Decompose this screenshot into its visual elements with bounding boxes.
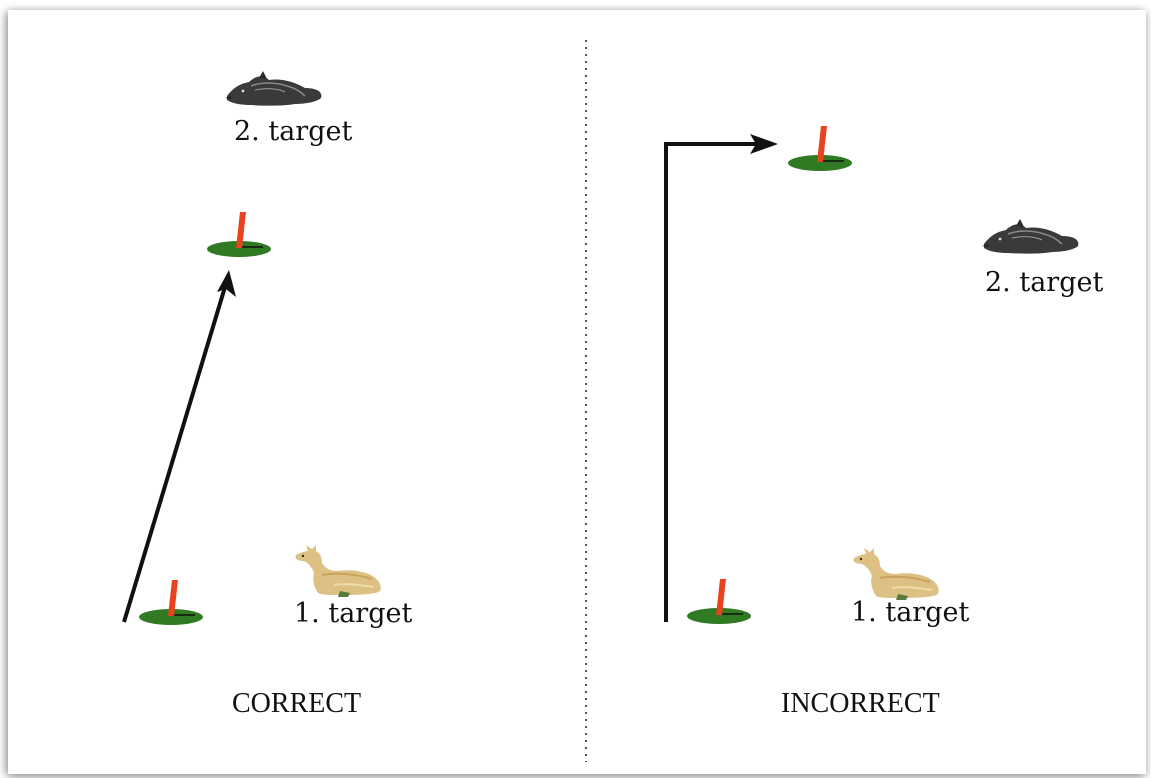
shooting-peg-icon	[206, 211, 272, 258]
target-1-label: 1. target	[851, 597, 970, 628]
boar-icon	[981, 218, 1080, 255]
arrow	[122, 270, 236, 623]
correct-label: CORRECT	[232, 688, 362, 719]
target-2-label: 2. target	[985, 267, 1104, 298]
shooting-peg-icon	[686, 578, 752, 625]
arrow	[664, 134, 778, 622]
diagram-frame	[8, 10, 1146, 774]
target-1-label: 1. target	[294, 598, 413, 629]
incorrect-label: INCORRECT	[781, 688, 940, 719]
boar-icon	[224, 70, 323, 107]
deer-icon	[294, 544, 382, 598]
deer-icon	[852, 547, 940, 601]
target-2-label: 2. target	[234, 116, 353, 147]
shooting-peg-icon	[787, 125, 853, 172]
shooting-peg-icon	[138, 579, 204, 626]
